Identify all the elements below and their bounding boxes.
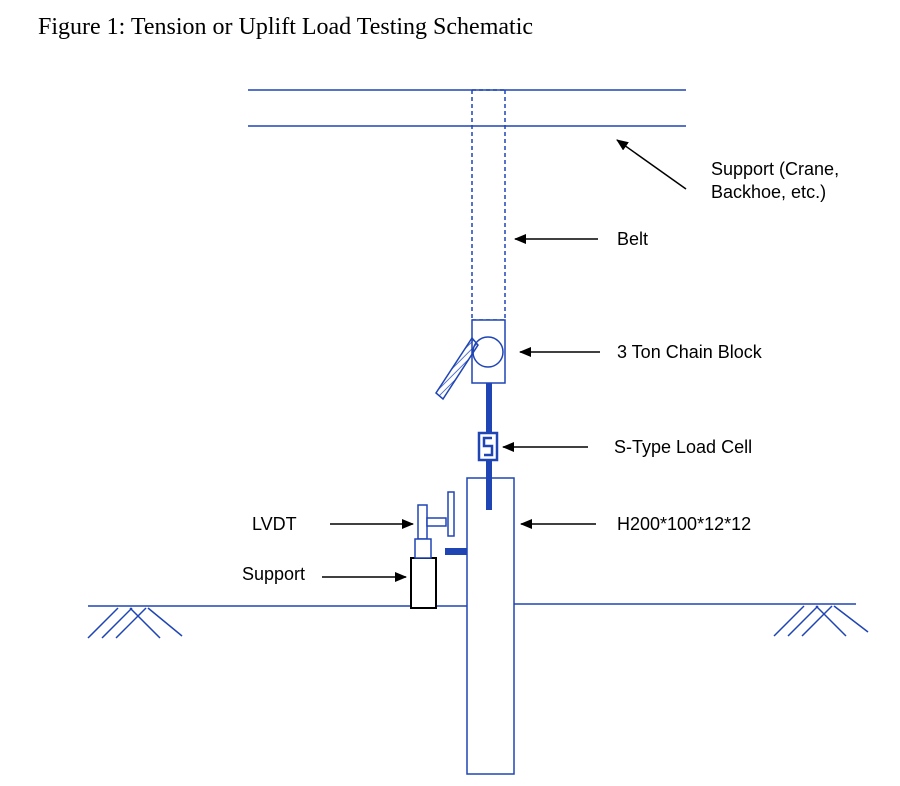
- chain-block-lever: [435, 336, 479, 401]
- label-pile: H200*100*12*12: [617, 514, 751, 534]
- lvdt: [414, 491, 455, 559]
- tension-rod-in-pile: [486, 478, 492, 510]
- chain-block: [471, 319, 506, 384]
- s-type-load-cell: [477, 431, 499, 462]
- arrow-support-crane: [616, 139, 687, 190]
- tension-rod-upper: [486, 383, 492, 433]
- reference-support: [410, 557, 437, 609]
- test-pile: [466, 477, 515, 775]
- overhead-support-beam: [248, 89, 686, 127]
- label-belt: Belt: [617, 229, 648, 249]
- belt: [471, 89, 506, 321]
- ground-hatch-left: [87, 607, 183, 639]
- label-support: Support: [242, 564, 305, 584]
- ground-surface: [88, 603, 856, 607]
- label-load-cell: S-Type Load Cell: [614, 437, 752, 457]
- figure-title: Figure 1: Tension or Uplift Load Testing…: [38, 14, 534, 40]
- label-lvdt: LVDT: [252, 514, 297, 534]
- label-chain-block: 3 Ton Chain Block: [617, 342, 763, 362]
- label-support-crane-line1: Support (Crane,: [711, 159, 839, 179]
- label-support-crane-line2: Backhoe, etc.): [711, 182, 826, 202]
- ground-hatch-right: [773, 605, 869, 637]
- annotation-arrows: [322, 139, 687, 582]
- lvdt-target-plate: [445, 548, 467, 555]
